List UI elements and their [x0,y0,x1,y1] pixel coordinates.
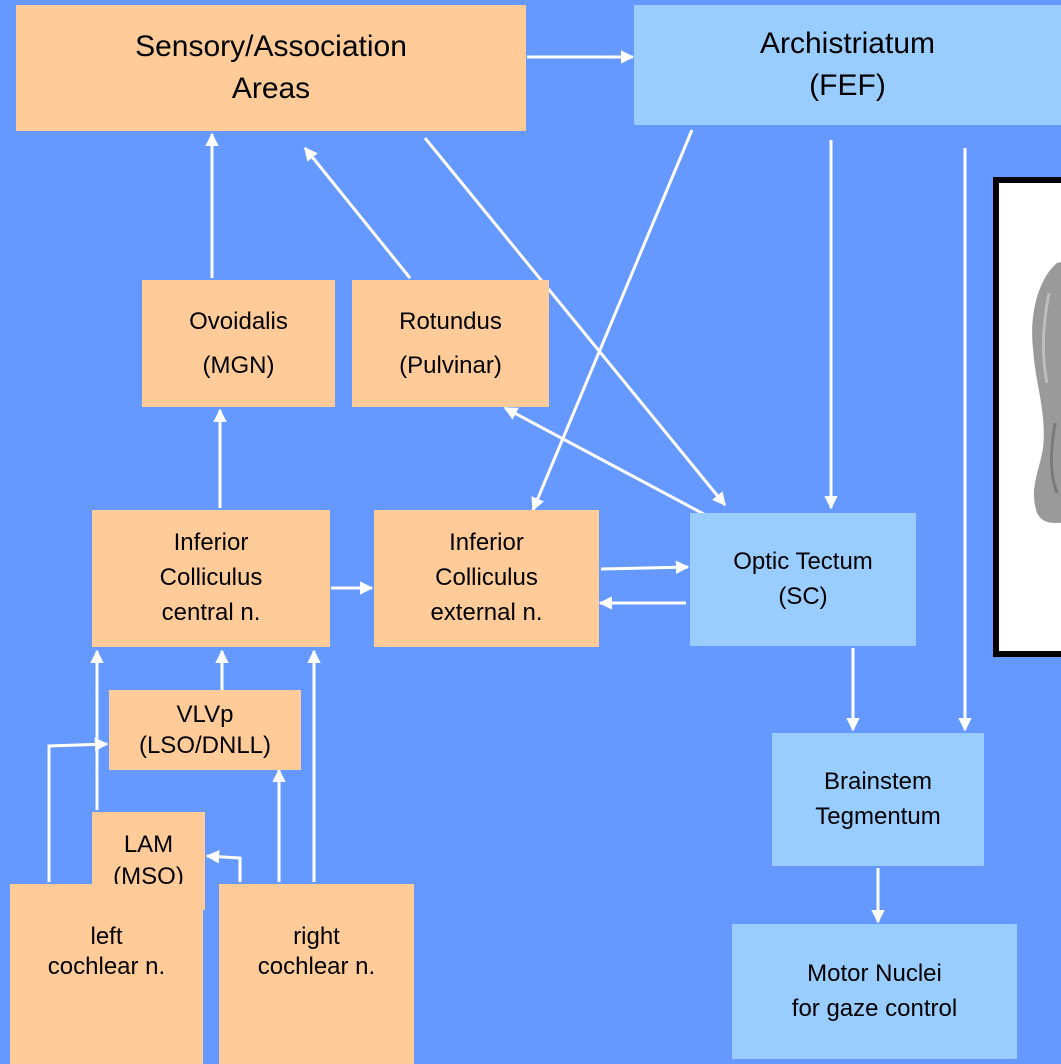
vlvp-line1: VLVp [176,700,234,728]
ic-external-line3: external n. [430,598,543,626]
ic-central-line1: Inferior [173,529,249,557]
rotundus-line2: (Pulvinar) [399,351,502,379]
ovoidalis-line2: (MGN) [202,351,275,379]
vlvp-line2: (LSO/DNLL) [138,732,272,759]
left-cochlear-box: left cochlear n. [10,884,203,1064]
ic-central-line2: Colliculus [159,564,263,592]
brain-sketch-image [1032,262,1061,523]
rotundus-box: Rotundus (Pulvinar) [352,280,549,407]
arrow-left-cochlear-to-vlvp [47,737,109,882]
motor-line2: for gaze control [791,994,958,1022]
left-cochlear-line1: left [90,923,123,950]
sensory-association-areas-box: Sensory/Association Areas [16,5,526,131]
brainstem-line1: Brainstem [823,767,933,795]
right-cochlear-line1: right [293,923,340,950]
brainstem-tegmentum-box: Brainstem Tegmentum [772,733,984,866]
ic-external-line1: Inferior [449,529,524,557]
arrow-archistriatum-to-ic-external [531,129,694,512]
optic-tectum-line2: (SC) [778,582,828,610]
motor-nuclei-box: Motor Nuclei for gaze control [732,924,1017,1059]
brain-illustration-inset [993,177,1061,657]
lam-line1: LAM [123,830,174,858]
arrow-rotundus-to-sensory [303,146,412,279]
ovoidalis-line1: Ovoidalis [189,308,288,336]
optic-tectum-line1: Optic Tectum [733,547,873,575]
arrow-optic-tectum-to-rotundus [503,406,716,522]
ic-central-line3: central n. [161,598,261,626]
right-cochlear-line2: cochlear n. [257,953,376,980]
ic-central-box: Inferior Colliculus central n. [92,510,330,647]
archistriatum-box: Archistriatum (FEF) [634,5,1061,125]
sensory-line2: Areas [231,72,311,105]
arrow-right-cochlear-to-lam [205,849,242,882]
left-cochlear-line2: cochlear n. [47,953,166,980]
ovoidalis-box: Ovoidalis (MGN) [142,280,335,407]
right-cochlear-box: right cochlear n. [219,884,414,1064]
arrow-sensory-to-optic-tectum [423,137,727,507]
rotundus-line1: Rotundus [399,308,502,336]
brainstem-line2: Tegmentum [815,802,941,830]
ic-external-line2: Colliculus [435,564,538,592]
arrow-ic-external-to-optic-tectum [600,560,690,575]
motor-line1: Motor Nuclei [807,959,942,987]
archistriatum-line2: (FEF) [809,69,886,102]
archistriatum-line1: Archistriatum [759,27,936,60]
ic-external-box: Inferior Colliculus external n. [374,510,599,647]
sensory-line1: Sensory/Association [135,30,407,63]
vlvp-box: VLVp (LSO/DNLL) [109,690,301,770]
optic-tectum-box: Optic Tectum (SC) [690,513,916,646]
